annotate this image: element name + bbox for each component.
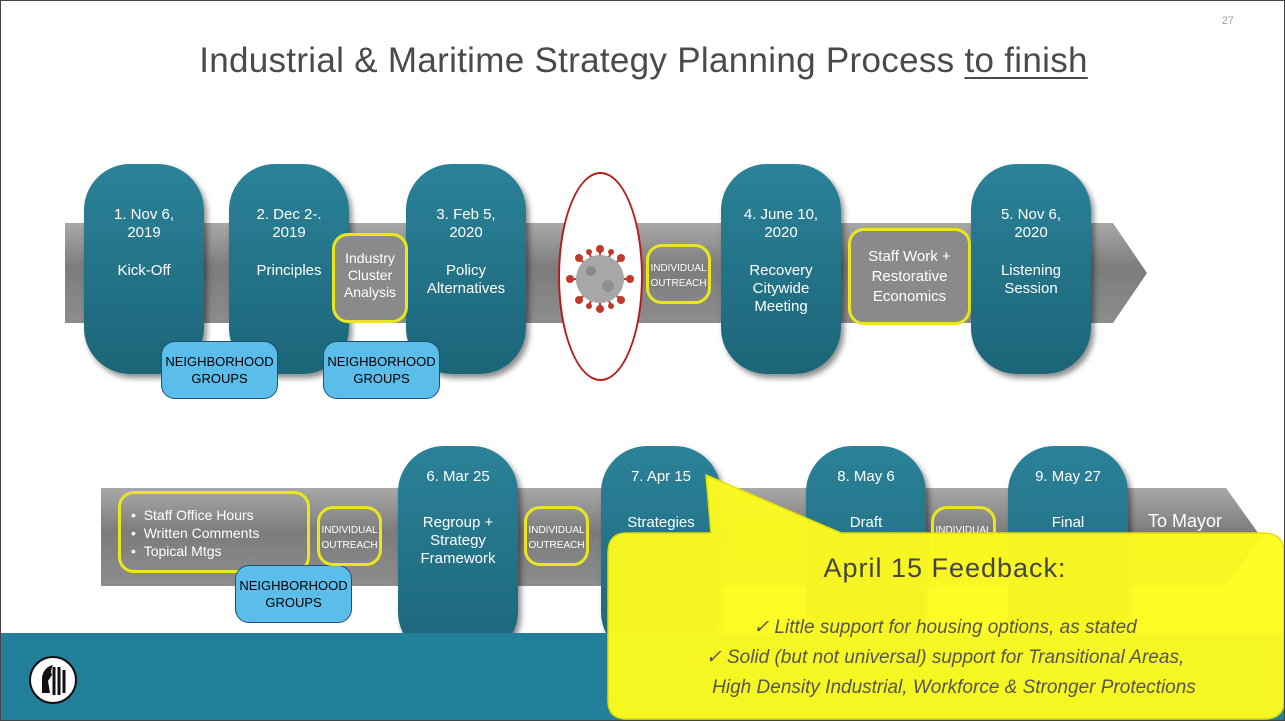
milestone-label: Regroup + Strategy Framework [420,514,496,567]
milestone-label: Listening Session [1000,262,1062,297]
milestone-label: Draft [849,514,883,531]
feedback-item: ✓ Little support for housing options, as… [753,617,1137,638]
milestone-label: Final [1051,514,1085,531]
neighborhood-groups-badge: NEIGHBORHOOD GROUPS [161,341,278,399]
milestone-label: Strategies [627,514,695,531]
milestone-date: 1. Nov 6, 2019 [113,206,175,241]
page-title: Industrial & Maritime Strategy Planning … [1,41,1284,81]
virus-icon [566,245,634,313]
list-item: • Topical Mtgs [131,543,222,559]
milestone-listening: 5. Nov 6, 2020 Listening Session [971,164,1091,374]
milestone-date: 3. Feb 5, 2020 [436,206,496,241]
neighborhood-groups-badge: NEIGHBORHOOD GROUPS [235,565,352,623]
milestone-date: 8. May 6 [837,468,895,485]
feedback-title: April 15 Feedback: [823,553,1067,583]
to-mayor-label: To Mayor [1148,511,1223,531]
individual-outreach-box: INDIVIDUAL OUTREACH [317,506,382,566]
feedback-list: ✓ Little support for housing options, as… [606,613,1284,703]
staff-list-box: • Staff Office Hours • Written Comments … [118,491,310,573]
milestone-date: 6. Mar 25 [426,468,490,485]
milestone-date: 4. June 10, 2020 [743,206,819,241]
list-item: • Written Comments [131,525,260,541]
title-underlined: to finish [964,41,1088,80]
milestone-date: 7. Apr 15 [630,468,692,485]
milestone-recovery: 4. June 10, 2020 Recovery Citywide Meeti… [721,164,841,374]
milestone-date: 9. May 27 [1035,468,1101,485]
milestone-regroup: 6. Mar 25 Regroup + Strategy Framework [398,446,518,658]
covid-oval [558,172,643,381]
milestone-kickoff: 1. Nov 6, 2019 Kick-Off [84,164,204,374]
staff-work-box: Staff Work + Restorative Economics [848,228,971,325]
milestone-principles: 2. Dec 2-. 2019 Principles [229,164,349,374]
milestone-label: Policy Alternatives [426,262,506,297]
milestone-label: Recovery Citywide Meeting [749,262,813,315]
milestone-label: Kick-Off [117,262,171,279]
feedback-item: High Density Industrial, Workforce & Str… [712,677,1196,698]
feedback-callout: April 15 Feedback: ✓ Little support for … [606,531,1284,720]
list-item: • Staff Office Hours [131,507,254,523]
page-number: 27 [1221,15,1234,27]
individual-outreach-box: INDIVIDUAL OUTREACH [524,506,589,566]
individual-outreach-box: INDIVIDUAL OUTREACH [646,244,711,304]
milestone-policy: 3. Feb 5, 2020 Policy Alternatives [406,164,526,374]
milestone-date: 5. Nov 6, 2020 [1000,206,1062,241]
milestone-label: Principles [256,262,322,279]
seattle-logo-icon [29,656,77,704]
feedback-item: ✓ Solid (but not universal) support for … [705,647,1185,668]
milestone-date: 2. Dec 2-. 2019 [256,206,322,241]
title-main: Industrial & Maritime Strategy Planning … [199,41,965,80]
industry-cluster-box: Industry Cluster Analysis [332,233,408,323]
neighborhood-groups-badge: NEIGHBORHOOD GROUPS [323,341,440,399]
